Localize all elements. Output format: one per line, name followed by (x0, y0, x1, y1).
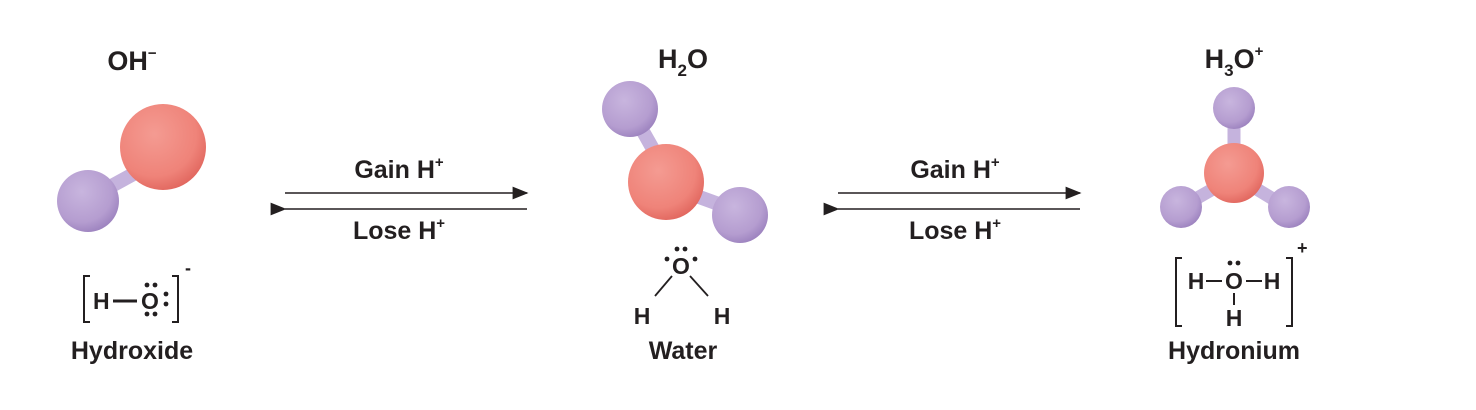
hydronium-formula: H3O+ (1205, 43, 1264, 80)
water-lewis-structure: O H H (634, 246, 731, 329)
lone-pair-dots (664, 246, 698, 262)
gain-label-1: Gain H+ (354, 154, 444, 184)
equilibrium-arrows-2: Gain H+ Lose H+ (823, 154, 1082, 245)
hydrogen-atom-right (1268, 186, 1310, 228)
lewis-hydrogen-bottom: H (1226, 305, 1243, 331)
lewis-oxygen: O (672, 253, 690, 279)
lewis-hydrogen-right: H (1264, 268, 1281, 294)
gain-label-2: Gain H+ (910, 154, 1000, 184)
hydroxide-formula: OH− (107, 45, 157, 76)
lewis-charge: - (185, 258, 191, 278)
lewis-bond-left (654, 275, 673, 297)
hydrogen-atom-top (1213, 87, 1255, 129)
water-name: Water (649, 337, 718, 365)
hydronium-lewis-structure: H O H H + (1175, 238, 1308, 331)
water-group: H2O O H H Water (602, 44, 768, 365)
hydrogen-atom-top (602, 81, 658, 137)
lone-pair-dots (144, 282, 169, 317)
lewis-oxygen: O (141, 288, 159, 314)
hydrogen-atom-left (1160, 186, 1202, 228)
lose-label-1: Lose H+ (353, 215, 445, 245)
lewis-hydrogen-left: H (1188, 268, 1205, 294)
hydroxide-lewis-structure: H O - (83, 258, 191, 323)
bracket-right (172, 275, 179, 323)
oxygen-atom (1204, 143, 1264, 203)
hydroxide-name: Hydroxide (71, 337, 193, 365)
lewis-bond-right (689, 275, 709, 297)
lose-label-2: Lose H+ (909, 215, 1001, 245)
lewis-oxygen: O (1225, 268, 1243, 294)
lone-pair-dots (1227, 260, 1241, 266)
water-molecule-model (602, 81, 768, 243)
hydrogen-atom (57, 170, 119, 232)
oxygen-atom (628, 144, 704, 220)
bracket-left (1175, 257, 1182, 327)
bracket-right (1286, 257, 1293, 327)
water-formula: H2O (658, 44, 708, 80)
equilibrium-arrows-1: Gain H+ Lose H+ (270, 154, 529, 245)
hydroxide-group: OH− H O - Hydroxide (57, 45, 206, 365)
hydronium-group: H3O+ H O H H + Hydronium (1160, 43, 1310, 365)
hydrogen-atom-right (712, 187, 768, 243)
hydronium-name: Hydronium (1168, 337, 1300, 365)
lewis-charge: + (1297, 238, 1308, 258)
lewis-hydrogen: H (93, 288, 110, 314)
hydroxide-molecule-model (57, 104, 206, 232)
oxygen-atom (120, 104, 206, 190)
bracket-left (83, 275, 90, 323)
lewis-hydrogen-right: H (714, 303, 731, 329)
lewis-hydrogen-left: H (634, 303, 651, 329)
hydronium-molecule-model (1160, 87, 1310, 228)
